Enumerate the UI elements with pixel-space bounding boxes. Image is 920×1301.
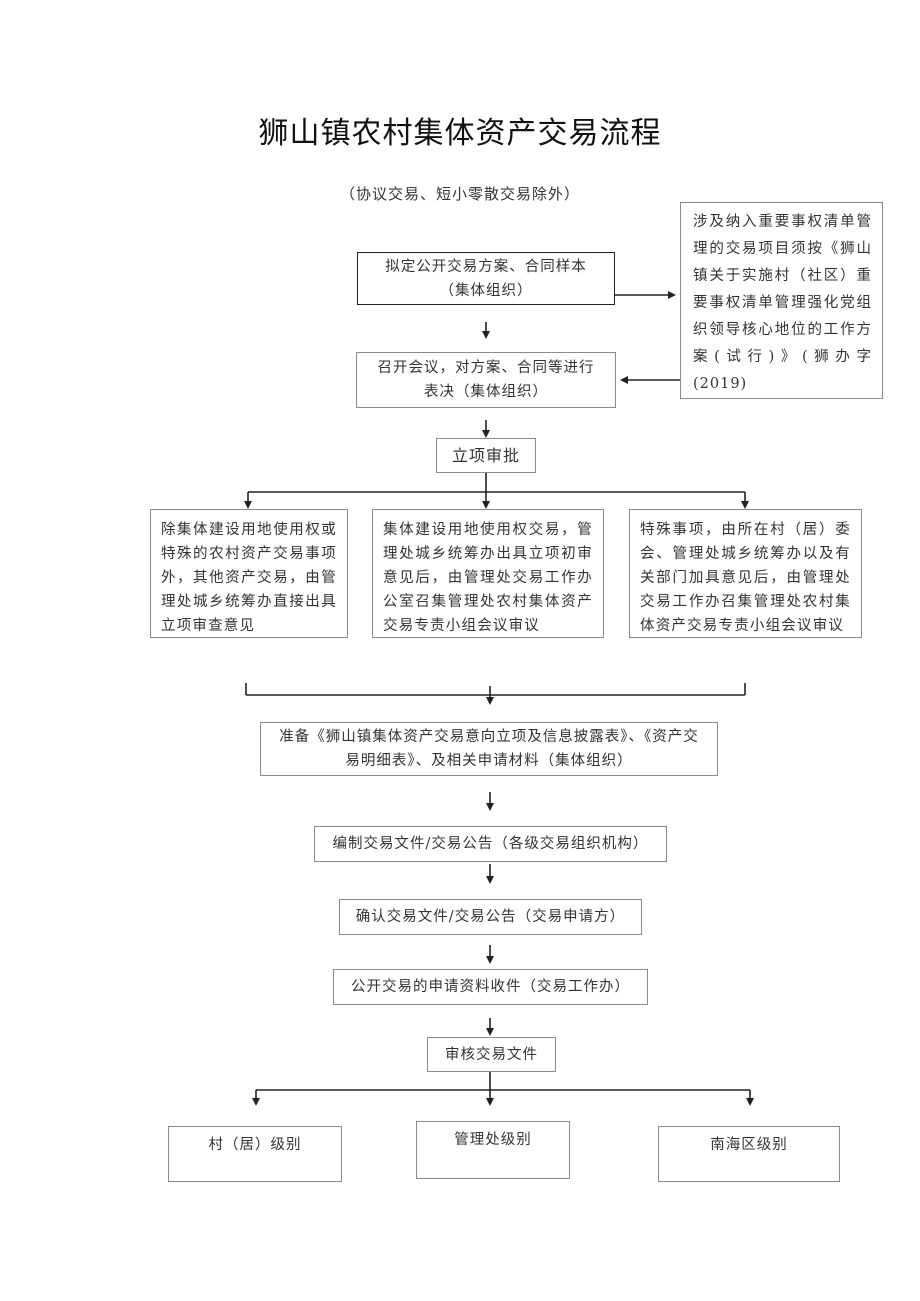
- branch-mid: 集体建设用地使用权交易，管理处城乡统筹办出具立项初审意见后，由管理处交易工作办公…: [372, 509, 604, 638]
- branch-mid-text: 集体建设用地使用权交易，管理处城乡统筹办出具立项初审意见后，由管理处交易工作办公…: [383, 522, 593, 634]
- branch-left: 除集体建设用地使用权或特殊的农村资产交易事项外，其他资产交易，由管理处城乡统筹办…: [150, 509, 348, 638]
- step-review-text: 审核交易文件: [445, 1046, 538, 1063]
- level-district-text: 南海区级别: [710, 1137, 788, 1153]
- step-draft: 拟定公开交易方案、合同样本（集体组织）: [357, 252, 615, 305]
- step-confirm: 确认交易文件/交易公告（交易申请方）: [339, 899, 642, 935]
- step-collect: 公开交易的申请资料收件（交易工作办）: [333, 969, 648, 1005]
- side-note: 涉及纳入重要事权清单管理的交易项目须按《狮山镇关于实施村（社区）重要事权清单管理…: [680, 202, 883, 399]
- step-meeting-text: 召开会议，对方案、合同等进行表决（集体组织）: [377, 360, 595, 400]
- step-approval: 立项审批: [436, 438, 536, 473]
- step-draft-text: 拟定公开交易方案、合同样本（集体组织）: [385, 258, 587, 299]
- page-title: 狮山镇农村集体资产交易流程: [258, 116, 662, 151]
- step-confirm-text: 确认交易文件/交易公告（交易申请方）: [355, 909, 626, 925]
- page-subtitle: （协议交易、短小零散交易除外）: [339, 185, 580, 203]
- step-prepare-text: 准备《狮山镇集体资产交易意向立项及信息披露表》、《资产交易明细表》、及相关申请材…: [279, 729, 699, 769]
- level-village-text: 村（居）级别: [208, 1137, 302, 1153]
- step-collect-text: 公开交易的申请资料收件（交易工作办）: [351, 979, 630, 995]
- step-review: 审核交易文件: [427, 1037, 556, 1072]
- step-compile: 编制交易文件/交易公告（各级交易组织机构）: [314, 826, 667, 862]
- branch-right-text: 特殊事项，由所在村（居）委会、管理处城乡统筹办以及有关部门加具意见后，由管理处交…: [640, 522, 851, 634]
- branch-right: 特殊事项，由所在村（居）委会、管理处城乡统筹办以及有关部门加具意见后，由管理处交…: [629, 509, 862, 638]
- level-district: 南海区级别: [658, 1126, 840, 1182]
- step-approval-text: 立项审批: [451, 445, 520, 465]
- level-village: 村（居）级别: [168, 1126, 342, 1182]
- step-prepare: 准备《狮山镇集体资产交易意向立项及信息披露表》、《资产交易明细表》、及相关申请材…: [260, 722, 718, 776]
- step-meeting: 召开会议，对方案、合同等进行表决（集体组织）: [356, 352, 616, 408]
- step-compile-text: 编制交易文件/交易公告（各级交易组织机构）: [332, 836, 649, 852]
- level-office: 管理处级别: [416, 1121, 570, 1179]
- side-note-text: 涉及纳入重要事权清单管理的交易项目须按《狮山镇关于实施村（社区）重要事权清单管理…: [693, 214, 872, 392]
- level-office-text: 管理处级别: [454, 1132, 532, 1148]
- branch-left-text: 除集体建设用地使用权或特殊的农村资产交易事项外，其他资产交易，由管理处城乡统筹办…: [161, 522, 337, 634]
